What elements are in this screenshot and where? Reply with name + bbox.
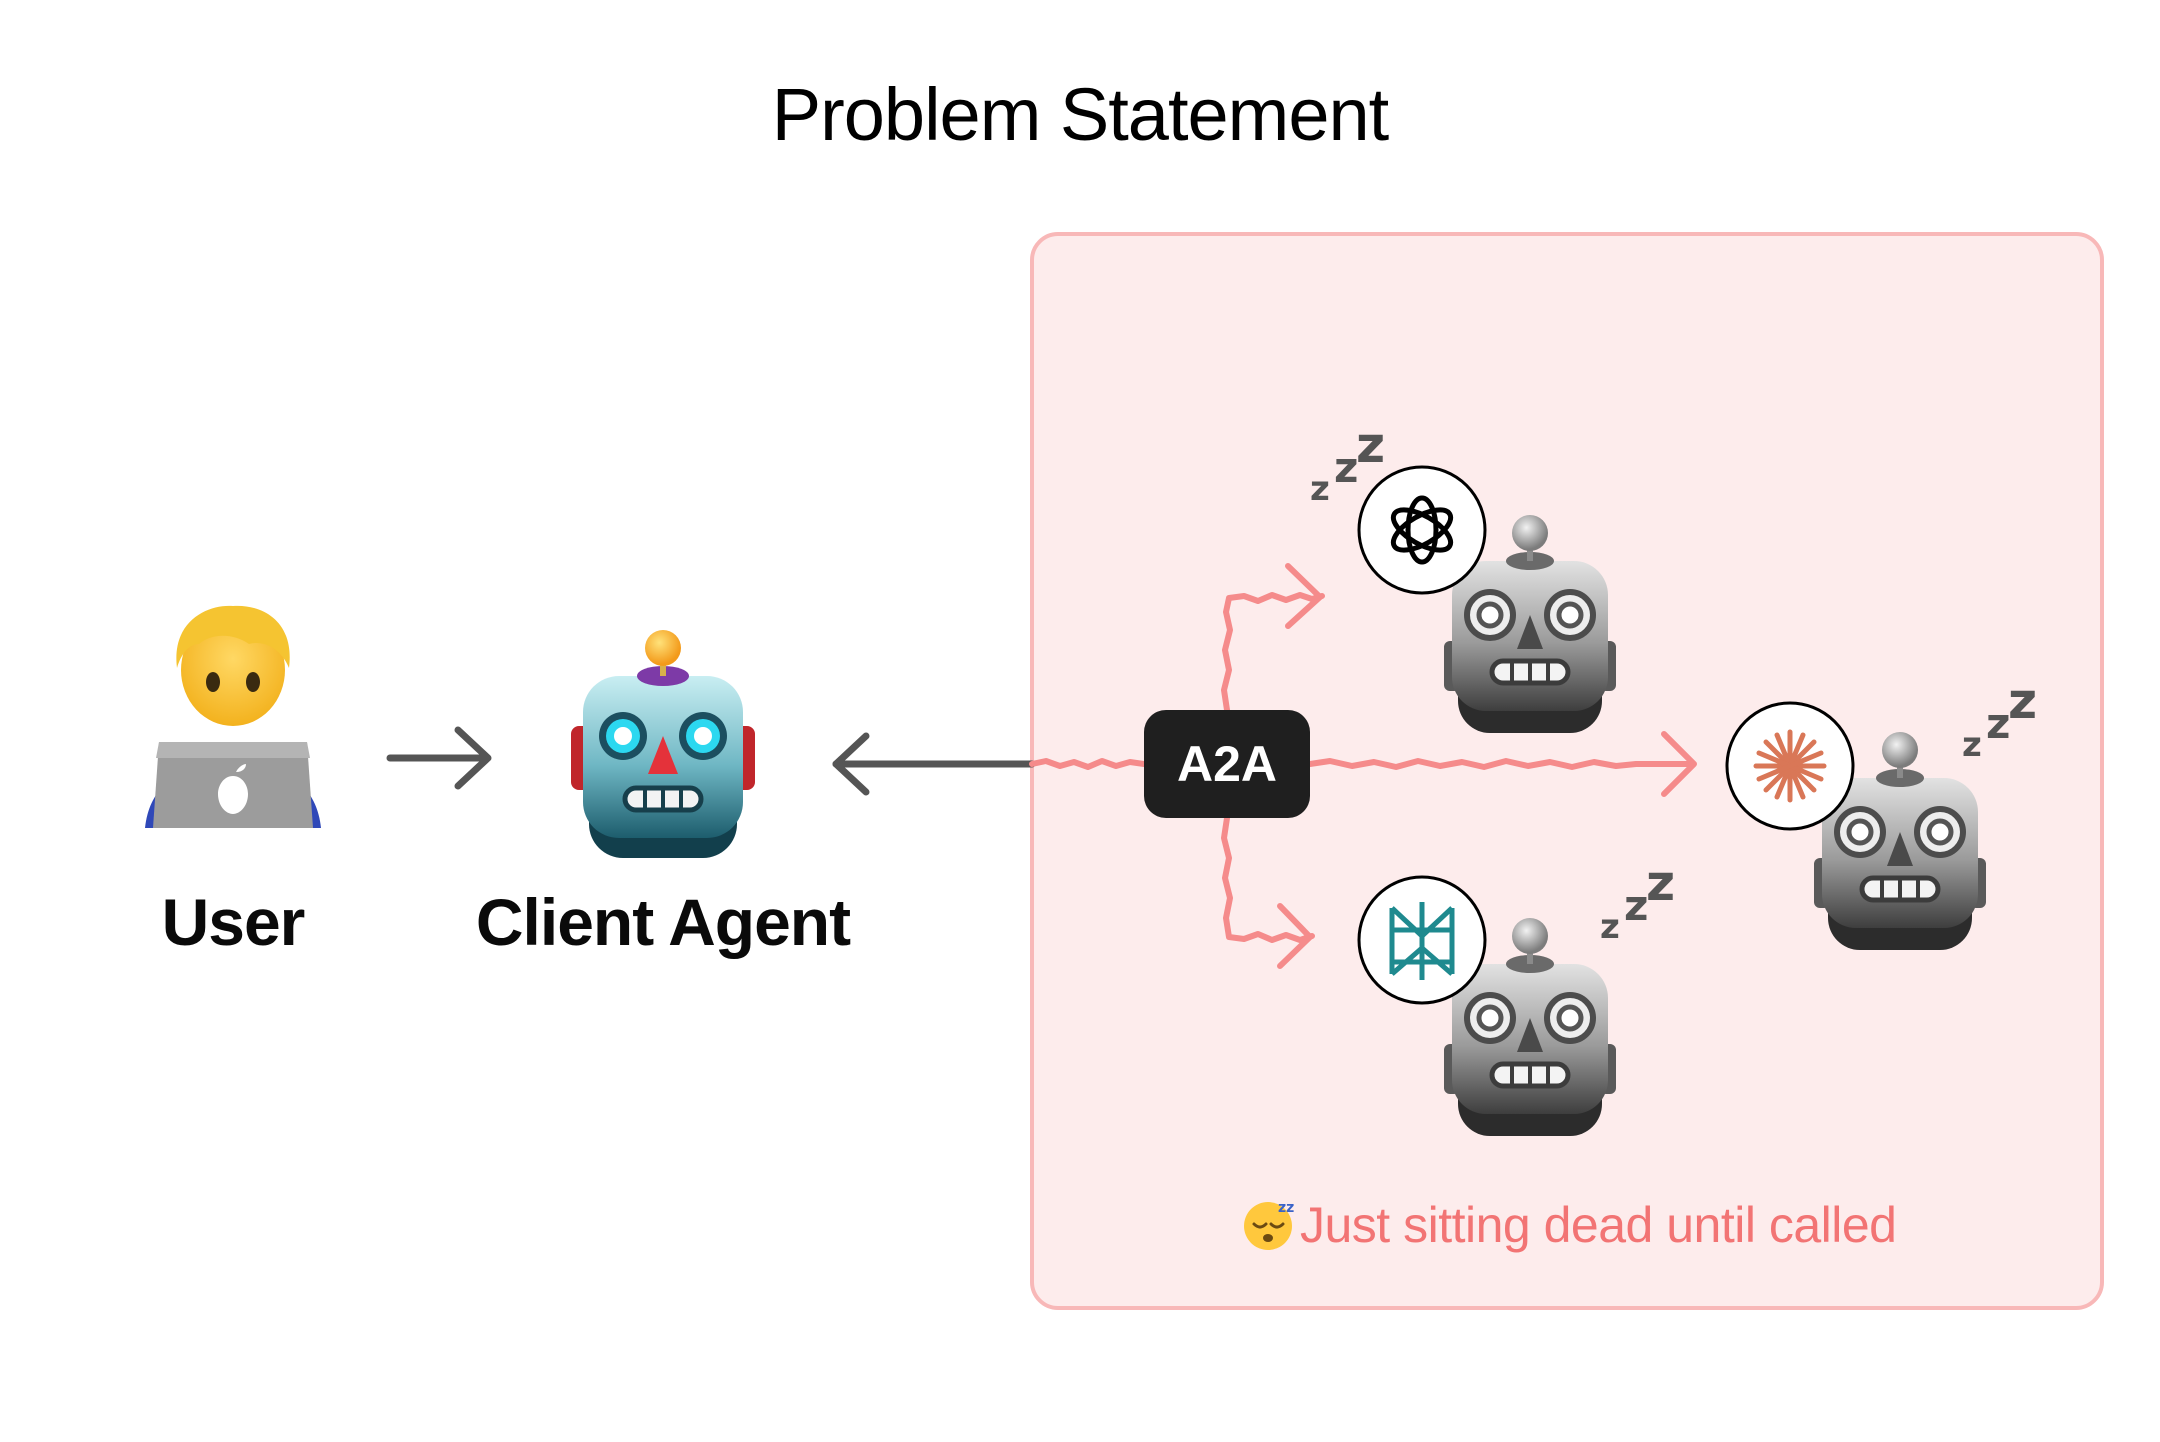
svg-text:z: z: [1646, 854, 1675, 912]
remote-agent-openai: z z z: [1310, 416, 1616, 733]
arrowhead-perplexity-agent: [1277, 903, 1313, 969]
connector-a2a-to-openai-agent: [1221, 592, 1325, 713]
connector-panel-to-a2a: [1029, 758, 1147, 770]
sleep-zzz-icon: z z z: [1600, 854, 1675, 947]
openai-logo-badge: [1357, 465, 1487, 595]
user-technologist-icon: [145, 605, 321, 828]
perplexity-logo-icon: [1389, 902, 1455, 980]
svg-text:z: z: [1986, 699, 2010, 748]
svg-text:z: z: [1310, 469, 1330, 509]
sleep-zzz-icon: z z z: [1310, 416, 1385, 509]
sleeping-face-icon: zz: [1244, 1200, 1294, 1250]
svg-text:z: z: [1334, 443, 1358, 492]
arrowhead-openai-agent: [1285, 563, 1323, 629]
connector-a2a-to-perplexity-agent: [1221, 815, 1315, 943]
arrowhead-claude-agent: [1661, 731, 1697, 797]
svg-text:z: z: [1600, 907, 1620, 947]
remote-agent-perplexity: z z z: [1357, 854, 1675, 1136]
svg-text:z: z: [2008, 672, 2037, 730]
svg-text:z: z: [1962, 725, 1982, 765]
client-agent-label: Client Agent: [475, 885, 851, 959]
sleep-zzz-icon: z z z: [1962, 672, 2037, 765]
arrow-user-to-client: [386, 726, 492, 790]
svg-text:z: z: [1624, 881, 1648, 930]
remote-agents-caption: Just sitting dead until called: [1300, 1197, 1897, 1253]
openai-logo-icon: [1390, 495, 1454, 565]
arrow-a2a-to-client: [832, 732, 1036, 796]
claude-logo-icon: [1753, 729, 1827, 803]
remote-agent-claude: z z z: [1725, 672, 2037, 950]
connector-a2a-to-claude-agent: [1307, 758, 1693, 770]
client-agent-robot-icon: [571, 630, 755, 858]
svg-text:zz: zz: [1278, 1200, 1294, 1216]
svg-text:z: z: [1356, 416, 1385, 474]
user-label: User: [161, 885, 306, 959]
a2a-protocol-badge: A2A: [1144, 710, 1310, 818]
page-title: Problem Statement: [771, 73, 1389, 156]
remote-agents-panel: [1030, 232, 2104, 1310]
